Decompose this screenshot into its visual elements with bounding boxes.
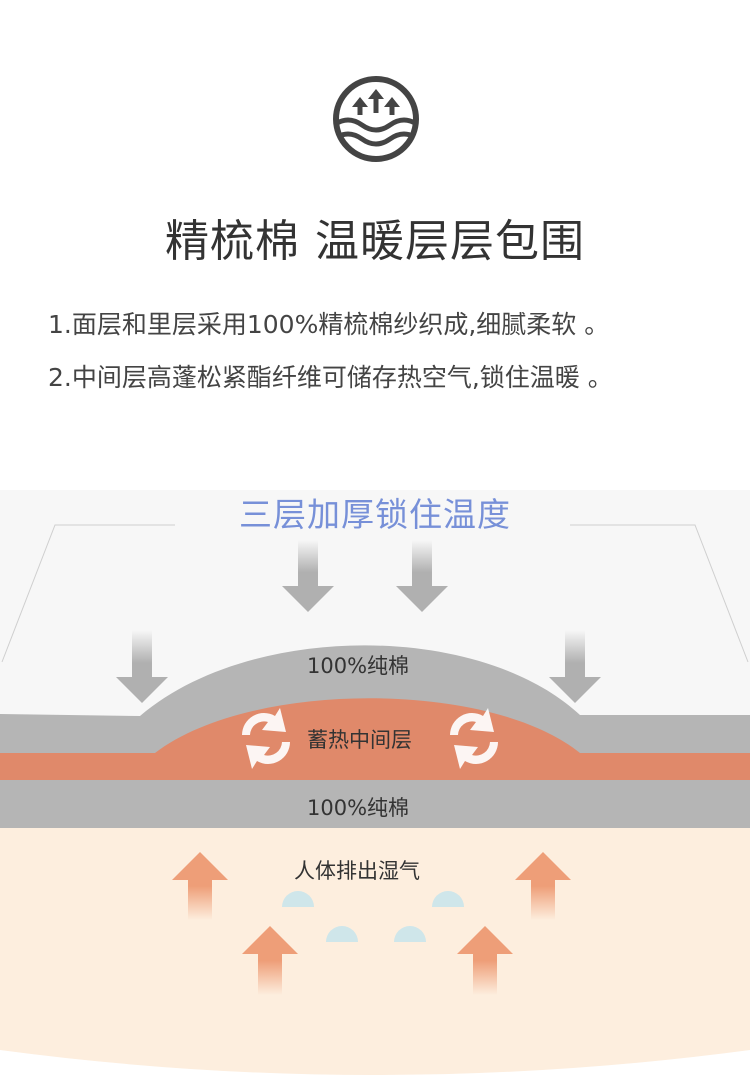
top-cotton-layer: [0, 645, 750, 753]
down-arrows: [116, 540, 601, 703]
diagram-title: 三层加厚锁住温度: [239, 495, 511, 534]
header-section: 精梳棉 温暖层层包围 1.面层和里层采用100%精梳棉纱织成,细腻柔软 。 2.…: [0, 0, 750, 490]
circulation-icon-right: [450, 708, 498, 769]
guide-line-right: [570, 524, 749, 663]
layer-diagram-graphic: [0, 490, 750, 1075]
down-arrow: [396, 540, 448, 612]
middle-layer-label: 蓄热中间层: [307, 728, 412, 752]
layer-diagram: 100%纯棉 蓄热中间层 100%纯棉 人体排出湿气: [0, 490, 750, 1085]
body-moisture-label: 人体排出湿气: [294, 859, 420, 883]
up-arrow: [172, 852, 228, 920]
top-layer-label: 100%纯棉: [307, 654, 410, 678]
up-arrows: [172, 852, 571, 995]
up-arrow: [457, 926, 513, 995]
guide-line-left: [1, 524, 175, 663]
body-area: [0, 820, 750, 1075]
moisture-droplets: [282, 891, 464, 942]
feature-line-1: 1.面层和里层采用100%精梳棉纱织成,细腻柔软 。: [48, 310, 610, 339]
up-arrow: [242, 926, 298, 995]
page-title: 精梳棉 温暖层层包围: [165, 216, 585, 267]
droplet: [282, 891, 314, 907]
down-arrow: [116, 630, 168, 703]
heat-layer: [0, 693, 750, 780]
droplet: [432, 891, 464, 907]
droplet: [394, 926, 426, 942]
down-arrow: [282, 540, 334, 612]
up-arrow: [515, 852, 571, 920]
feature-line-2: 2.中间层高蓬松紧酯纤维可储存热空气,锁住温暖 。: [48, 363, 613, 392]
droplet: [326, 926, 358, 942]
circulation-icon-left: [242, 708, 290, 769]
bottom-layer-label: 100%纯棉: [307, 796, 410, 820]
warmth-rising-icon: [333, 76, 419, 162]
bottom-cotton-layer: [0, 780, 750, 828]
down-arrow: [549, 630, 601, 703]
